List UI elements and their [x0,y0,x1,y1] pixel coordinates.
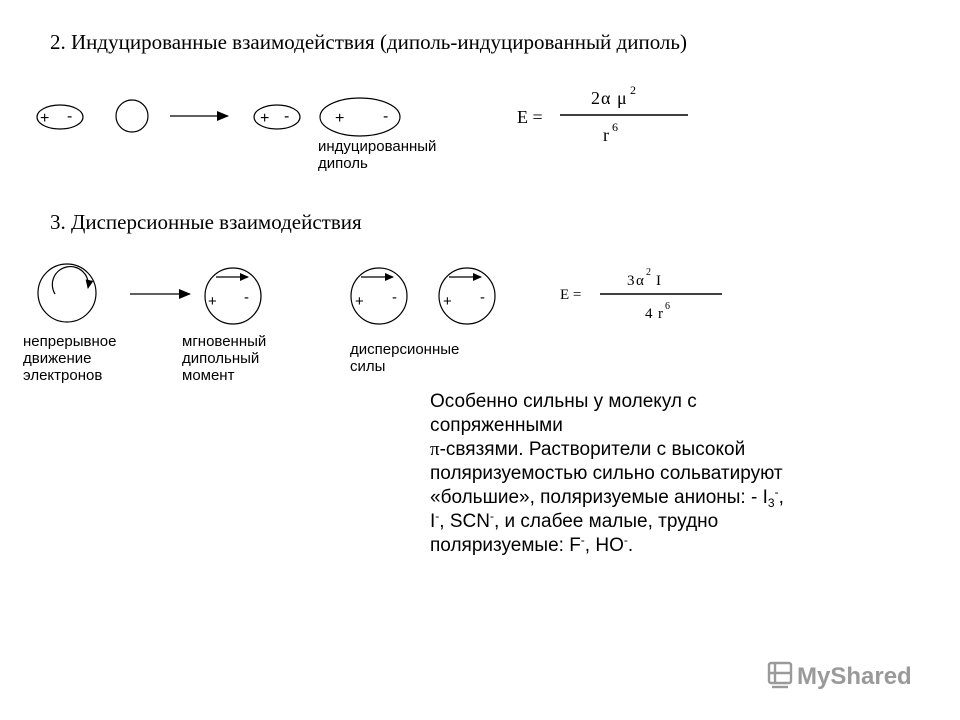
note-text: , и слабее малые, трудно [493,511,719,532]
watermark-icon [767,661,793,689]
s2-dipole-plus: + [40,110,49,127]
caption-line: мгновенный [182,333,267,350]
s3-dispersion-dipole-left: + - [350,267,408,325]
watermark-text: MyShared [797,663,912,690]
section3-title: 3. Дисперсионные взаимодействия [50,210,362,234]
s3-instant-plus: + [208,293,217,310]
note-text: «большие», поляризуемые анионы: - I [430,487,768,508]
caption-line: непрерывное [23,333,117,350]
s2-induced-minus: - [383,108,388,125]
note-text: , SCN [439,511,490,532]
s3-instant-minus: - [244,289,249,306]
s2-result-minus: - [284,108,289,125]
s2-induced-dipole: + - [319,97,401,137]
s2-formula-mu-exp: 2 [630,83,636,97]
caption-line: индуцированный [318,138,437,155]
note-line: π-связями. Растворители с высокой [430,438,920,462]
watermark-logo: MyShared [767,661,912,690]
note-text: . [627,535,634,556]
s2-dipole-minus: - [67,108,72,125]
s3-formula-lhs: E = [560,287,581,303]
explanation-note: Особенно сильны у молекул с сопряженными… [430,390,920,558]
note-line: поляризуемостью сильно сольватируют [430,463,783,484]
s2-formula-mu: μ [617,88,627,108]
note-line: поляризуемые: F-, HO-. [430,534,920,558]
s3-formula-r-exp: 6 [665,301,670,312]
superscript: - [580,533,585,547]
note-text: поляризуемые: F [430,535,581,556]
s2-formula-r-exp: 6 [612,120,618,134]
s3-formula-alpha-exp: 2 [646,267,651,278]
caption-line: момент [182,367,235,384]
s3-left-minus: - [392,289,397,306]
note-text: I [430,511,436,532]
s3-electron-caption: непрерывное движение электронов [23,333,117,384]
s3-formula-r: r [658,306,663,322]
subscript: 3 [767,496,775,510]
s3-instant-dipole: + - [204,267,262,325]
note-text: -связями. Растворители с высокой [439,439,746,460]
pi-symbol: π [430,439,440,460]
s2-formula-r: r [603,125,609,145]
s3-formula-alpha: α [636,273,644,289]
s2-induced-caption: индуцированный диполь [318,138,436,172]
s3-formula-coef: 3 [627,273,635,289]
s3-formula-den-coef: 4 [645,306,653,322]
s3-rotation-arrow [51,265,94,295]
caption-line: силы [350,358,386,375]
s2-formula-lhs: E = [517,107,543,127]
s2-induced-plus: + [335,110,344,127]
caption-line: движение [23,350,92,367]
s2-neutral-atom [115,99,149,133]
caption-line: диполь [318,155,368,172]
s3-dispersion-caption: дисперсионные силы [350,341,459,375]
s2-dipole: + - [36,104,84,130]
note-line: сопряженными [430,415,563,436]
note-text: , [778,487,784,508]
s3-formula-I: I [656,273,661,289]
note-line: I-, SCN-, и слабее малые, трудно [430,510,920,534]
superscript: - [489,509,494,523]
s2-formula: E = 2 α μ 2 r 6 [517,83,688,145]
note-text: , HO [584,535,624,556]
caption-line: дисперсионные [350,341,460,358]
note-line: «большие», поляризуемые анионы: - I3-, [430,486,920,510]
s3-right-plus: + [443,293,452,310]
section2-title: 2. Индуцированные взаимодействия (диполь… [50,30,687,54]
s2-dipole-result: + - [253,104,301,130]
s3-instant-caption: мгновенный дипольный момент [182,333,266,384]
s3-right-minus: - [480,289,485,306]
note-line: Особенно сильны у молекул с [430,391,697,412]
caption-line: дипольный [182,350,260,367]
s3-electron-circle [37,263,97,323]
s3-dispersion-dipole-right: + - [438,267,496,325]
s2-result-plus: + [260,110,269,127]
superscript: - [623,533,628,547]
s2-formula-coef: 2 [591,88,600,108]
superscript: - [774,485,779,499]
s3-formula: E = 3 α 2 I 4 r 6 [560,267,722,322]
superscript: - [435,509,440,523]
s3-left-plus: + [355,293,364,310]
s2-formula-alpha: α [601,88,611,108]
caption-line: электронов [23,367,103,384]
